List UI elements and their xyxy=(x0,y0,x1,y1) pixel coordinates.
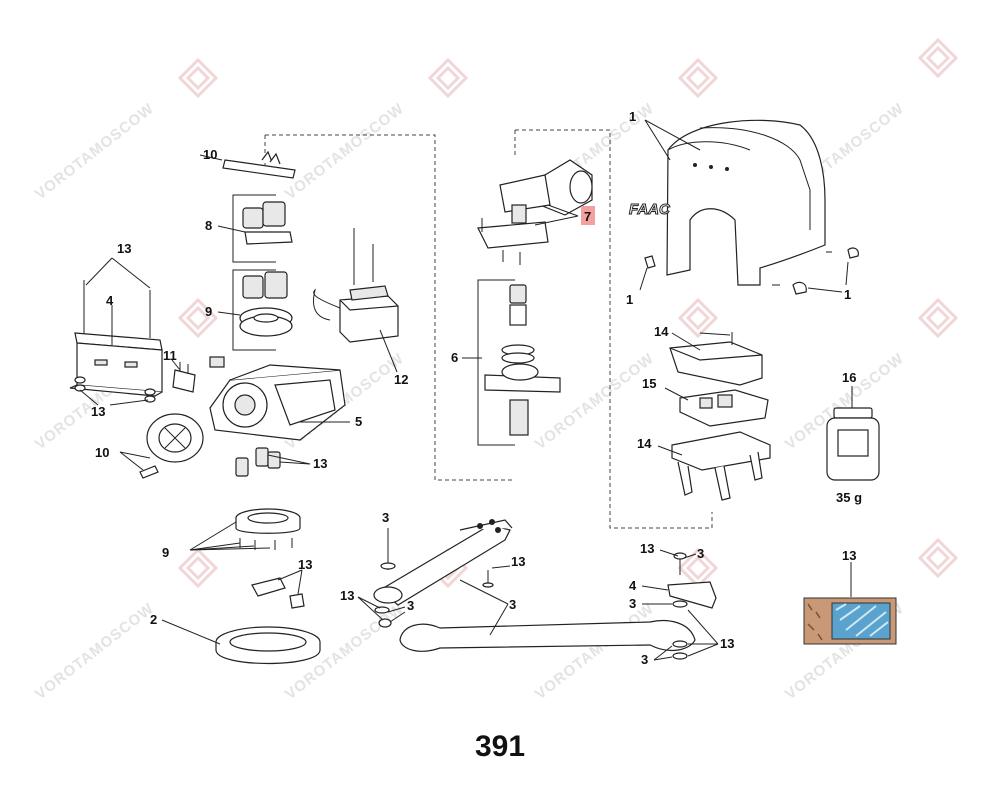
watermark-text: VOROTAMOSCOW xyxy=(32,100,157,203)
part-clamps xyxy=(251,569,305,609)
watermark-text: VOROTAMOSCOW xyxy=(282,100,407,203)
part-control-box-base xyxy=(657,431,771,501)
callout-7-motor: 7 xyxy=(584,209,591,224)
callout-5-gearbox-base: 5 xyxy=(355,414,362,429)
callout-4-end-bracket: 4 xyxy=(629,578,637,593)
brand-logo: FAAC xyxy=(629,201,672,219)
part-arm-assembly xyxy=(373,519,696,652)
callout-1-screw-right: 1 xyxy=(844,287,851,302)
watermark-text: VOROTAMOSCOW xyxy=(32,600,157,703)
watermark-logo xyxy=(917,297,959,339)
callout-9-ring-group: 9 xyxy=(205,304,212,319)
part-shaft xyxy=(199,150,296,179)
callout-9-lower-ring: 9 xyxy=(162,545,169,560)
watermark-logo xyxy=(677,297,719,339)
part-gearbox-base xyxy=(209,356,350,441)
callout-3-end-bolt: 3 xyxy=(697,546,704,561)
callout-6-clutch-assembly: 6 xyxy=(451,350,458,365)
part-cover xyxy=(644,119,826,286)
callout-3-end-nuts: 3 xyxy=(641,652,648,667)
callout-1-screw-left: 1 xyxy=(626,292,633,307)
callout-13-bracket-bolts: 13 xyxy=(117,241,131,256)
part-cable-glands xyxy=(235,447,311,477)
watermark-logo xyxy=(177,297,219,339)
part-terminal-block xyxy=(171,359,196,393)
callout-13-end-nuts: 13 xyxy=(720,636,734,651)
callout-8-gear-group: 8 xyxy=(205,218,212,233)
page-number: 391 xyxy=(474,730,526,763)
part-capacitor-housing xyxy=(119,413,204,479)
watermark-logo xyxy=(677,57,719,99)
part-motor xyxy=(477,159,593,265)
callout-13-arm-bolt: 13 xyxy=(511,554,525,569)
callout-10-capacitor: 10 xyxy=(95,445,109,460)
part-mounting-bracket xyxy=(69,257,163,406)
callout-3-arm-bolt: 3 xyxy=(382,510,389,525)
callout-13-clamps: 13 xyxy=(298,557,312,572)
callout-12-transformer: 12 xyxy=(394,372,408,387)
group-frames xyxy=(264,129,713,529)
callout-4-bracket: 4 xyxy=(106,293,114,308)
callout-15-board: 15 xyxy=(642,376,656,391)
callout-3-arm: 3 xyxy=(509,597,516,612)
part-transformer xyxy=(313,228,399,373)
part-control-box-cover xyxy=(669,332,763,386)
part-base-ring xyxy=(161,619,321,665)
part-cover-screws xyxy=(639,247,859,295)
part-ring-with-screws xyxy=(189,508,301,551)
svg-text:FAAC: FAAC xyxy=(629,201,671,218)
watermark-logo xyxy=(177,57,219,99)
part-grease-jar xyxy=(826,386,880,481)
part-arm-end-hardware xyxy=(641,549,719,661)
callout-10-shaft: 10 xyxy=(203,147,217,162)
callout-13-sealing: 13 xyxy=(842,548,856,563)
part-sealing-material xyxy=(803,562,897,645)
part-clutch-shaft-assembly xyxy=(462,279,561,446)
callout-13-end-bolt: 13 xyxy=(640,541,654,556)
frame-left xyxy=(265,134,515,481)
callout-13-bracket-nuts: 13 xyxy=(91,404,105,419)
callout-13-glands: 13 xyxy=(313,456,327,471)
callout-11-terminal: 11 xyxy=(163,348,177,363)
part-arm-nuts xyxy=(357,596,406,628)
callout-2-base-ring: 2 xyxy=(150,612,157,627)
watermark-text: VOROTAMOSCOW xyxy=(532,600,657,703)
callout-13-arm-nuts: 13 xyxy=(340,588,354,603)
part-gear-group xyxy=(217,194,293,263)
watermark-logo xyxy=(917,37,959,79)
callout-3-arm-nut: 3 xyxy=(407,598,414,613)
grease-weight: 35 g xyxy=(836,490,862,505)
callout-14-top: 14 xyxy=(654,324,669,339)
callout-7-highlight xyxy=(581,206,595,225)
watermark-logo xyxy=(427,57,469,99)
frame-right xyxy=(515,129,713,529)
callout-1-cover: 1 xyxy=(629,109,636,124)
watermark-logo xyxy=(177,547,219,589)
watermark-logo xyxy=(677,547,719,589)
watermark-logo xyxy=(917,537,959,579)
callout-16-grease: 16 xyxy=(842,370,856,385)
callout-3-end-washer: 3 xyxy=(629,596,636,611)
callout-14-bottom: 14 xyxy=(637,436,652,451)
part-gear-ring-group xyxy=(217,269,293,351)
part-control-board xyxy=(664,387,769,427)
